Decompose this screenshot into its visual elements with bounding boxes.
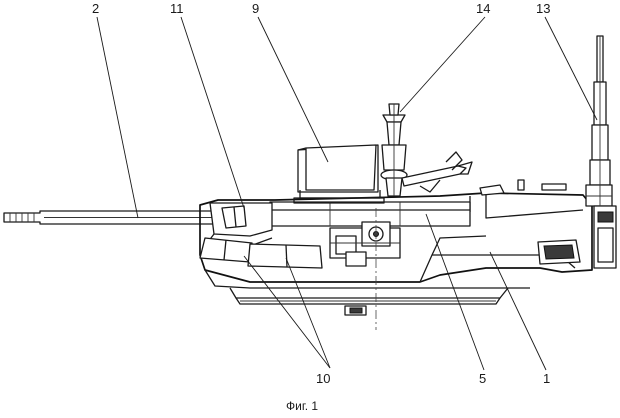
callout-9: 9 xyxy=(252,1,259,16)
elevation-mechanism xyxy=(329,221,401,316)
antenna-mast xyxy=(585,35,617,269)
periscope xyxy=(380,103,408,197)
missile xyxy=(401,151,473,193)
turret-hull xyxy=(199,192,593,305)
callout-10: 10 xyxy=(316,371,330,386)
callout-2: 2 xyxy=(92,1,99,16)
leader-lines xyxy=(96,16,598,371)
figure-caption: Фиг. 1 xyxy=(286,399,318,413)
callout-11: 11 xyxy=(170,1,184,16)
gun-barrel xyxy=(3,210,217,225)
roof-details xyxy=(479,179,567,196)
callout-13: 13 xyxy=(536,1,550,16)
mantlet-block xyxy=(207,202,273,247)
callout-1: 1 xyxy=(543,371,550,386)
callout-5: 5 xyxy=(479,371,486,386)
callout-14: 14 xyxy=(476,1,490,16)
launcher-tubes xyxy=(199,237,581,269)
sight-housing xyxy=(293,144,385,204)
